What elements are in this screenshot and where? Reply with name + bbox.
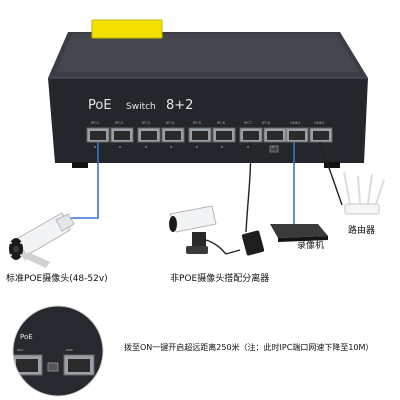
extend-mode-note: 拨至ON一键开启超远距离250米（注：此时IPC端口网速下降至10M） <box>124 343 374 352</box>
router-icon <box>343 171 385 215</box>
port-label: IPC2 <box>115 121 123 125</box>
poe-switch: PoE Switch 8+2 IPC1 IPC2 IPC3 IPC4 IPC5 … <box>48 19 368 168</box>
yellow-sticker <box>91 19 163 39</box>
ipc-port-7[interactable]: IPC7 <box>239 121 263 143</box>
nvr-label: 录像机 <box>297 241 325 251</box>
inset-port-left-label: IPC7 <box>17 348 24 352</box>
nonpoe-camera-icon <box>169 205 227 255</box>
ipc-port-8[interactable]: IPC8 <box>262 121 287 143</box>
port-label: IPC5 <box>193 121 201 125</box>
cable-poe-camera <box>66 142 99 219</box>
inset-port-right-label: IPC8 <box>66 348 73 352</box>
switch-top-highlight <box>56 34 360 72</box>
uplink-port-2[interactable]: LINK2 <box>309 121 333 143</box>
port-label: IPC4 <box>166 121 175 125</box>
switch-foot-right <box>324 162 340 168</box>
cable-nonpoe-camera <box>245 141 252 233</box>
ipc-port-3[interactable]: IPC3 <box>137 121 161 143</box>
nvr-icon <box>270 224 328 242</box>
ipc-port-6[interactable]: IPC6 <box>212 121 236 143</box>
uplink-label: LINK2 <box>314 121 324 125</box>
inset-brand: PoE <box>20 333 33 341</box>
port-label: IPC8 <box>262 121 271 125</box>
port-label: IPC3 <box>142 121 150 125</box>
extend-dip-switch[interactable] <box>269 145 279 153</box>
uplink-port-1[interactable]: LINK1 <box>285 121 309 143</box>
extend-switch-inset: PoE IPC7 IPC8 <box>12 305 104 397</box>
inset-dip-switch[interactable] <box>47 362 59 372</box>
uplink-label: LINK1 <box>290 121 300 125</box>
cable-router <box>319 141 343 206</box>
nonpoe-camera-label: 非POE摄像头搭配分离器 <box>170 274 270 284</box>
switch-brand: PoE <box>88 98 112 113</box>
port-label: IPC7 <box>244 121 252 125</box>
poe-splitter-icon <box>225 230 265 256</box>
port-label: IPC6 <box>217 121 226 125</box>
ipc-port-group: IPC1 IPC2 IPC3 IPC4 IPC5 IPC6 IPC7 IPC8 <box>86 121 287 143</box>
ipc-port-4[interactable]: IPC4 <box>161 121 185 143</box>
poe-camera-icon <box>9 212 75 268</box>
switch-model-suffix: 8+2 <box>166 98 193 113</box>
status-leds <box>94 146 274 148</box>
uplink-port-group: LINK1 LINK2 <box>285 121 333 143</box>
poe-camera-label: 标准POE摄像头(48-52v) <box>6 274 108 284</box>
port-label: IPC1 <box>91 121 99 125</box>
router-label: 路由器 <box>348 226 376 236</box>
ipc-port-2[interactable]: IPC2 <box>110 121 134 143</box>
switch-foot-left <box>72 162 88 168</box>
switch-model-word: Switch <box>126 102 156 112</box>
ipc-port-5[interactable]: IPC5 <box>188 121 212 143</box>
